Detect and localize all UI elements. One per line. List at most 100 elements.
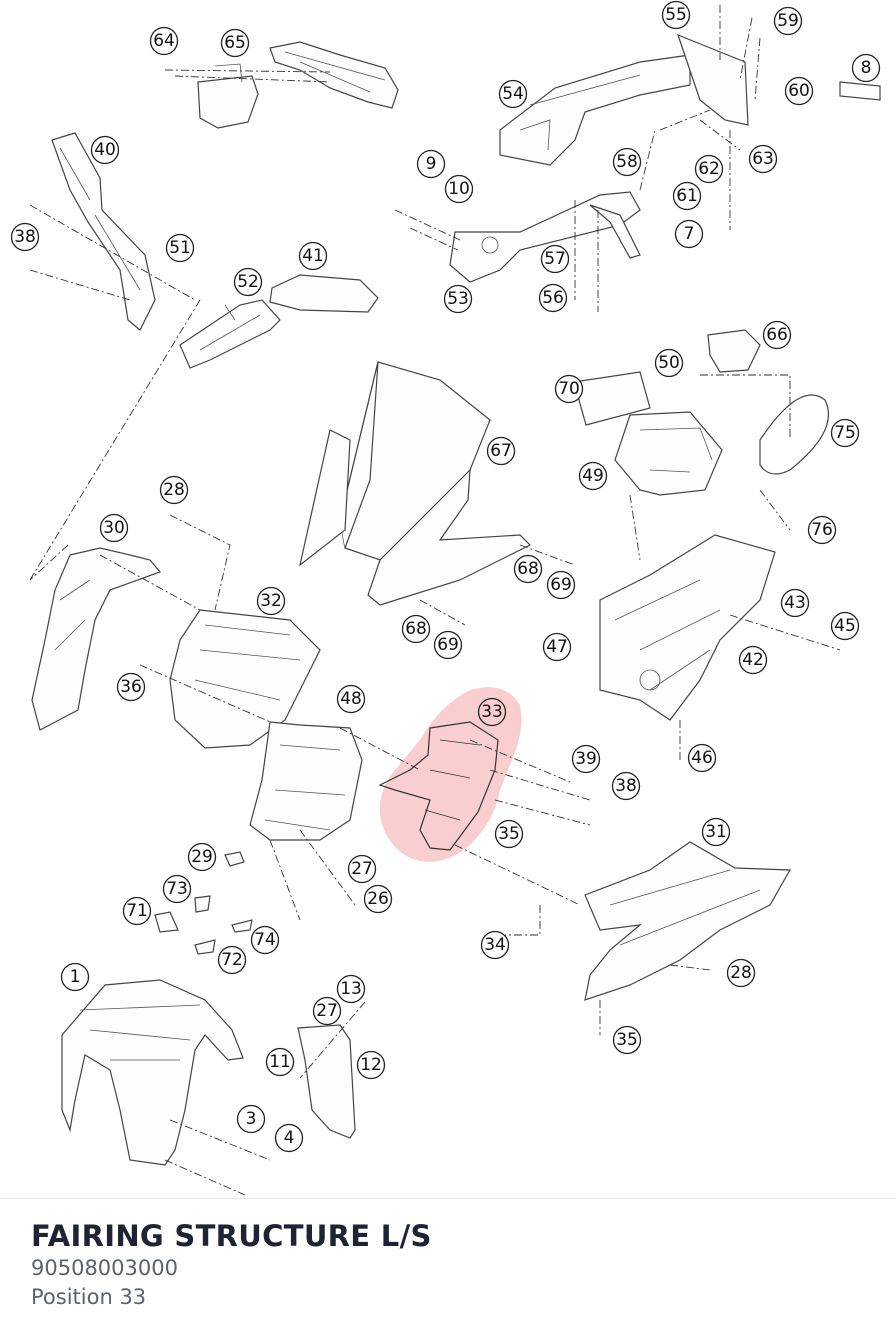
callout[interactable]: 72 <box>217 945 247 975</box>
callout-label: 65 <box>224 33 246 53</box>
part-name: FAIRING STRUCTURE L/S <box>31 1219 432 1253</box>
callout[interactable]: 64 <box>149 26 179 56</box>
callout-label: 26 <box>367 889 389 909</box>
callout[interactable]: 53 <box>443 284 473 314</box>
callout[interactable]: 56 <box>538 283 568 313</box>
callout[interactable]: 70 <box>554 374 584 404</box>
callout-label: 52 <box>237 272 259 292</box>
callout[interactable]: 32 <box>256 586 286 616</box>
callout[interactable]: 74 <box>250 925 280 955</box>
callout[interactable]: 68 <box>513 554 543 584</box>
callout[interactable]: 38 <box>10 222 40 252</box>
callout-label: 38 <box>14 227 36 247</box>
callout-label: 13 <box>340 979 362 999</box>
callout-label: 55 <box>665 5 687 25</box>
callout[interactable]: 68 <box>401 614 431 644</box>
callout-label: 43 <box>784 593 806 613</box>
callout[interactable]: 50 <box>654 348 684 378</box>
callout[interactable]: 57 <box>540 244 570 274</box>
callout-label: 35 <box>616 1030 638 1050</box>
callout[interactable]: 38 <box>611 771 641 801</box>
callout-label: 53 <box>447 289 469 309</box>
callout[interactable]: 28 <box>726 958 756 988</box>
callout[interactable]: 65 <box>220 28 250 58</box>
callout[interactable]: 69 <box>433 630 463 660</box>
callout-label: 75 <box>834 423 856 443</box>
callout[interactable]: 58 <box>612 147 642 177</box>
callout-label: 71 <box>126 901 148 921</box>
callout[interactable]: 34 <box>480 930 510 960</box>
callout[interactable]: 63 <box>748 144 778 174</box>
callout[interactable]: 13 <box>336 974 366 1004</box>
callout[interactable]: 40 <box>90 135 120 165</box>
callout[interactable]: 48 <box>336 684 366 714</box>
callout-selected[interactable]: 33 <box>477 697 507 727</box>
callout[interactable]: 46 <box>687 743 717 773</box>
callout[interactable]: 60 <box>784 76 814 106</box>
callout[interactable]: 27 <box>347 854 377 884</box>
callout[interactable]: 9 <box>416 149 446 179</box>
callout[interactable]: 76 <box>807 515 837 545</box>
callout[interactable]: 49 <box>578 461 608 491</box>
exploded-parts-diagram: 55 59 64 65 8 54 60 63 62 61 7 9 10 58 5… <box>10 0 881 1196</box>
callout-label: 40 <box>94 140 116 160</box>
callout[interactable]: 43 <box>780 588 810 618</box>
callout[interactable]: 42 <box>738 645 768 675</box>
callout[interactable]: 52 <box>233 267 263 297</box>
callout[interactable]: 29 <box>187 842 217 872</box>
callout[interactable]: 75 <box>830 418 860 448</box>
part-65-bracket <box>164 41 399 129</box>
callout[interactable]: 26 <box>363 884 393 914</box>
callout-label: 60 <box>788 81 810 101</box>
callout[interactable]: 69 <box>546 570 576 600</box>
callout-label: 11 <box>269 1052 291 1072</box>
callout[interactable]: 1 <box>60 962 90 992</box>
callout-label: 58 <box>616 152 638 172</box>
callout-label: 63 <box>752 149 774 169</box>
callout[interactable]: 12 <box>356 1050 386 1080</box>
callout-label: 67 <box>490 441 512 461</box>
callout-label: 69 <box>550 575 572 595</box>
callout[interactable]: 51 <box>165 233 195 263</box>
callout[interactable]: 55 <box>661 0 691 30</box>
callout[interactable]: 41 <box>298 241 328 271</box>
callout[interactable]: 47 <box>542 632 572 662</box>
callout[interactable]: 35 <box>494 819 524 849</box>
callout[interactable]: 73 <box>162 874 192 904</box>
callout[interactable]: 61 <box>672 181 702 211</box>
callout-label: 32 <box>260 591 282 611</box>
callout[interactable]: 36 <box>116 672 146 702</box>
callout-label: 28 <box>730 963 752 983</box>
callout[interactable]: 10 <box>444 174 474 204</box>
part-54-subframe <box>499 5 881 230</box>
callout-label: 1 <box>70 967 81 987</box>
callout[interactable]: 8 <box>851 53 881 83</box>
callout[interactable]: 11 <box>265 1047 295 1077</box>
part-41-mirror <box>179 274 379 369</box>
callout[interactable]: 28 <box>159 475 189 505</box>
callout[interactable]: 7 <box>674 219 704 249</box>
callout[interactable]: 66 <box>762 320 792 350</box>
callout[interactable]: 54 <box>498 79 528 109</box>
callout[interactable]: 45 <box>830 611 860 641</box>
callout[interactable]: 67 <box>486 436 516 466</box>
callout-label: 69 <box>437 635 459 655</box>
part-48-headlight-frame <box>249 721 421 921</box>
callout[interactable]: 62 <box>694 154 724 184</box>
callout-label: 36 <box>120 677 142 697</box>
callout[interactable]: 4 <box>274 1123 304 1153</box>
callout-label: 8 <box>861 58 872 78</box>
position-label: Position 33 <box>31 1285 147 1309</box>
callout[interactable]: 71 <box>122 896 152 926</box>
callout[interactable]: 59 <box>773 6 803 36</box>
callout[interactable]: 35 <box>612 1025 642 1055</box>
part-40-mirror-arm <box>29 132 196 331</box>
callout-label: 74 <box>254 930 276 950</box>
callout[interactable]: 30 <box>99 513 129 543</box>
callout[interactable]: 27 <box>312 996 342 1026</box>
callout-label: 7 <box>684 224 695 244</box>
callout[interactable]: 39 <box>571 744 601 774</box>
callout[interactable]: 31 <box>701 817 731 847</box>
callout[interactable]: 3 <box>236 1104 266 1134</box>
callout-label: 73 <box>166 879 188 899</box>
